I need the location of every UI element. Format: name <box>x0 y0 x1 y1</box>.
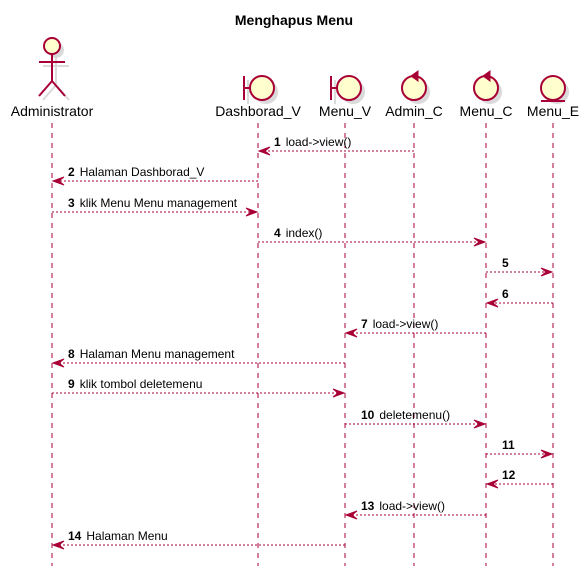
message-13: 13 load->view() <box>344 499 486 520</box>
diagram-title: Menghapus Menu <box>235 12 353 28</box>
message-arrowhead-3 <box>245 207 259 217</box>
participant-label-menu-e: Menu_E <box>527 103 579 119</box>
message-2: 2 Halaman Dashborad_V <box>51 165 258 186</box>
message-label-10: 10 deletemenu() <box>361 408 450 422</box>
message-8: 8 Halaman Menu management <box>51 347 345 368</box>
message-arrowhead-13 <box>344 510 358 520</box>
message-number: 6 <box>502 287 509 301</box>
message-label-11: 11 <box>502 438 515 452</box>
message-number: 10 <box>361 408 375 422</box>
message-arrowhead-5 <box>540 267 554 277</box>
message-text: load->view() <box>373 317 439 331</box>
message-number: 1 <box>274 135 281 149</box>
message-arrowhead-12 <box>485 479 499 489</box>
message-label-14: 14 Halaman Menu <box>68 529 168 543</box>
message-12: 12 <box>485 468 553 489</box>
participant-label-administrator: Administrator <box>11 103 94 119</box>
message-10: 10 deletemenu() <box>345 408 487 429</box>
message-number: 13 <box>361 499 375 513</box>
participants: Administrator Dashborad_V Menu_V Admin_C Men… <box>11 37 579 119</box>
message-text: klik tombol deletemenu <box>80 377 203 391</box>
message-label-13: 13 load->view() <box>361 499 445 513</box>
message-number: 3 <box>68 196 75 210</box>
message-text: Halaman Menu management <box>80 347 235 361</box>
message-arrowhead-6 <box>485 298 499 308</box>
message-14: 14 Halaman Menu <box>51 529 345 550</box>
message-arrowhead-8 <box>51 358 65 368</box>
dashborad-v-boundary-icon <box>243 75 278 104</box>
administrator-actor-icon <box>38 37 70 101</box>
message-label-12: 12 <box>502 468 516 482</box>
messages: 1 load->view() 2 Halaman Dashborad_V 3 klik M… <box>51 135 554 550</box>
message-number: 8 <box>68 347 75 361</box>
message-label-1: 1 load->view() <box>274 135 351 149</box>
message-number: 5 <box>502 256 509 270</box>
message-arrowhead-2 <box>51 176 65 186</box>
message-label-7: 7 load->view() <box>361 317 438 331</box>
message-text: load->view() <box>379 499 445 513</box>
message-4: 4 index() <box>258 226 487 247</box>
message-number: 14 <box>68 529 82 543</box>
message-text: klik Menu Menu management <box>80 196 238 210</box>
message-7: 7 load->view() <box>344 317 486 338</box>
message-arrowhead-9 <box>332 388 346 398</box>
message-11: 11 <box>486 438 554 459</box>
participant-label-menu-c: Menu_C <box>460 103 513 119</box>
message-arrowhead-1 <box>257 146 271 156</box>
message-label-9: 9 klik tombol deletemenu <box>68 377 202 391</box>
message-label-8: 8 Halaman Menu management <box>68 347 235 361</box>
message-arrowhead-10 <box>473 419 487 429</box>
message-label-4: 4 index() <box>274 226 322 240</box>
message-1: 1 load->view() <box>257 135 414 156</box>
message-arrowhead-7 <box>344 328 358 338</box>
message-label-2: 2 Halaman Dashborad_V <box>68 165 204 179</box>
message-text: Halaman Menu <box>86 529 167 543</box>
message-number: 12 <box>502 468 516 482</box>
participant-label-menu-v: Menu_V <box>319 103 372 119</box>
message-arrowhead-14 <box>51 540 65 550</box>
message-number: 4 <box>274 226 281 240</box>
admin-c-control-icon <box>401 70 430 104</box>
message-text: deletemenu() <box>379 408 450 422</box>
message-6: 6 <box>485 287 553 308</box>
message-arrowhead-11 <box>540 449 554 459</box>
message-label-5: 5 <box>502 256 509 270</box>
message-number: 7 <box>361 317 368 331</box>
message-text: Halaman Dashborad_V <box>80 165 205 179</box>
message-text: load->view() <box>286 135 352 149</box>
menu-e-entity-icon <box>540 75 569 104</box>
message-arrowhead-4 <box>473 237 487 247</box>
message-3: 3 klik Menu Menu management <box>52 196 259 217</box>
message-label-6: 6 <box>502 287 509 301</box>
message-9: 9 klik tombol deletemenu <box>52 377 346 398</box>
participant-label-admin-c: Admin_C <box>385 103 443 119</box>
menu-v-boundary-icon <box>330 75 365 104</box>
lifelines <box>51 123 554 566</box>
participant-label-dashborad-v: Dashborad_V <box>215 103 301 119</box>
message-label-3: 3 klik Menu Menu management <box>68 196 238 210</box>
message-number: 2 <box>68 165 75 179</box>
message-number: 11 <box>502 438 515 452</box>
message-5: 5 <box>486 256 554 277</box>
menu-c-control-icon <box>473 70 502 104</box>
message-text: index() <box>286 226 323 240</box>
message-number: 9 <box>68 377 75 391</box>
